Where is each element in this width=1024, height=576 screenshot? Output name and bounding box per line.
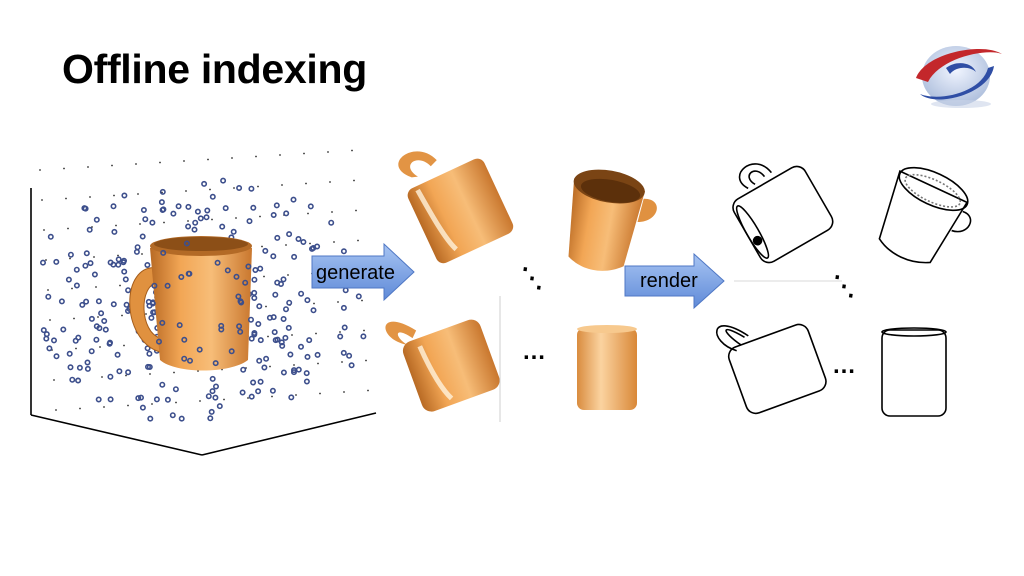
diagonal-ellipsis-sketches: ⋱: [830, 271, 859, 302]
generate-label: generate: [316, 262, 395, 284]
ellipsis-sketches: …: [832, 352, 857, 379]
ellipsis-renders: …: [522, 338, 547, 365]
logo-icon: [916, 46, 1002, 108]
mug-with-sample-points-image: [30, 149, 377, 456]
mug-render-image: [385, 151, 657, 422]
diagonal-ellipsis-renders: ⋱: [518, 263, 547, 294]
mug-sketch-image: [715, 163, 972, 417]
generate-arrow: [311, 242, 415, 302]
render-label: render: [640, 270, 698, 292]
render-arrow: [624, 252, 725, 310]
slide-title: Offline indexing: [62, 46, 367, 92]
mug-icon: [129, 236, 252, 371]
